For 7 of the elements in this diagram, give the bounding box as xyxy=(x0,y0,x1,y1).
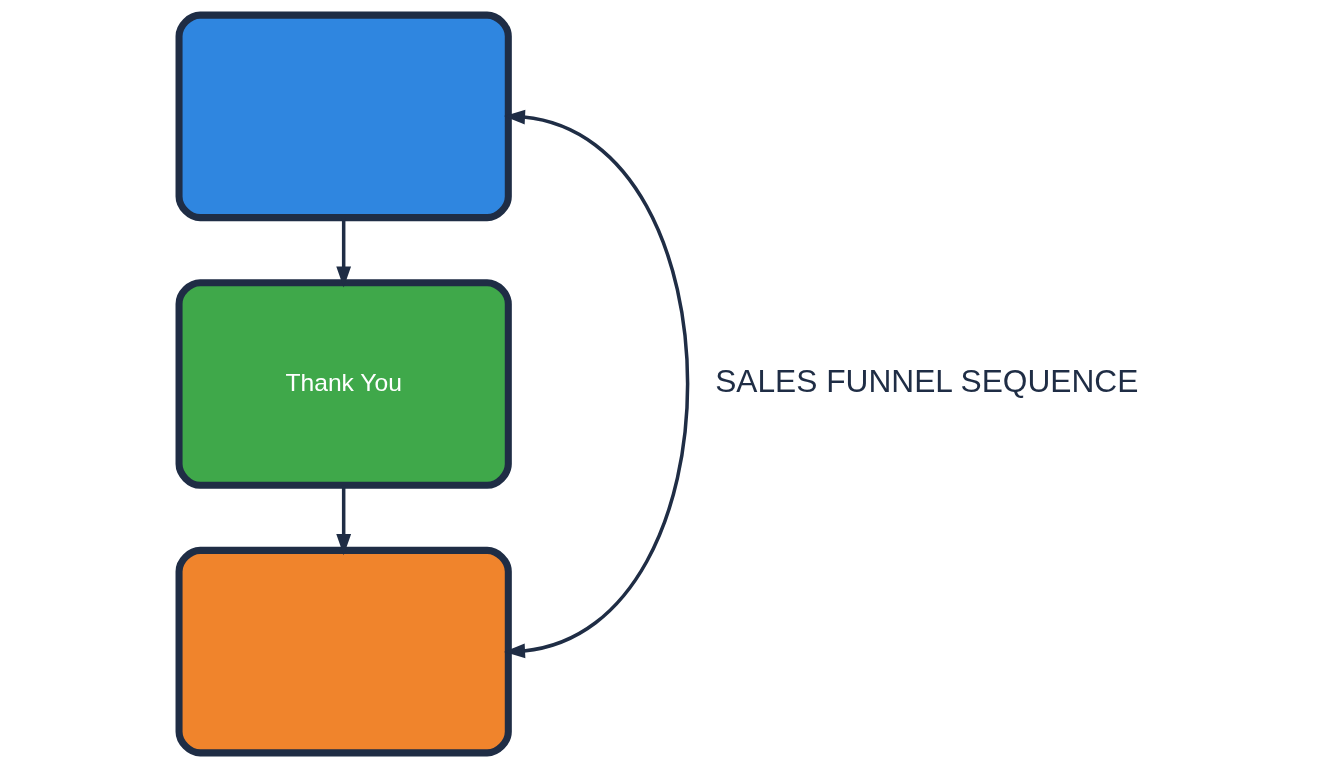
arrow xyxy=(335,485,351,556)
arrow xyxy=(503,109,689,659)
node-box: Thank You xyxy=(175,279,512,489)
node-box xyxy=(175,11,512,222)
node-box xyxy=(175,546,512,757)
edge-label: SALES FUNNEL SEQUENCE xyxy=(714,362,1138,399)
arrow xyxy=(335,218,351,288)
